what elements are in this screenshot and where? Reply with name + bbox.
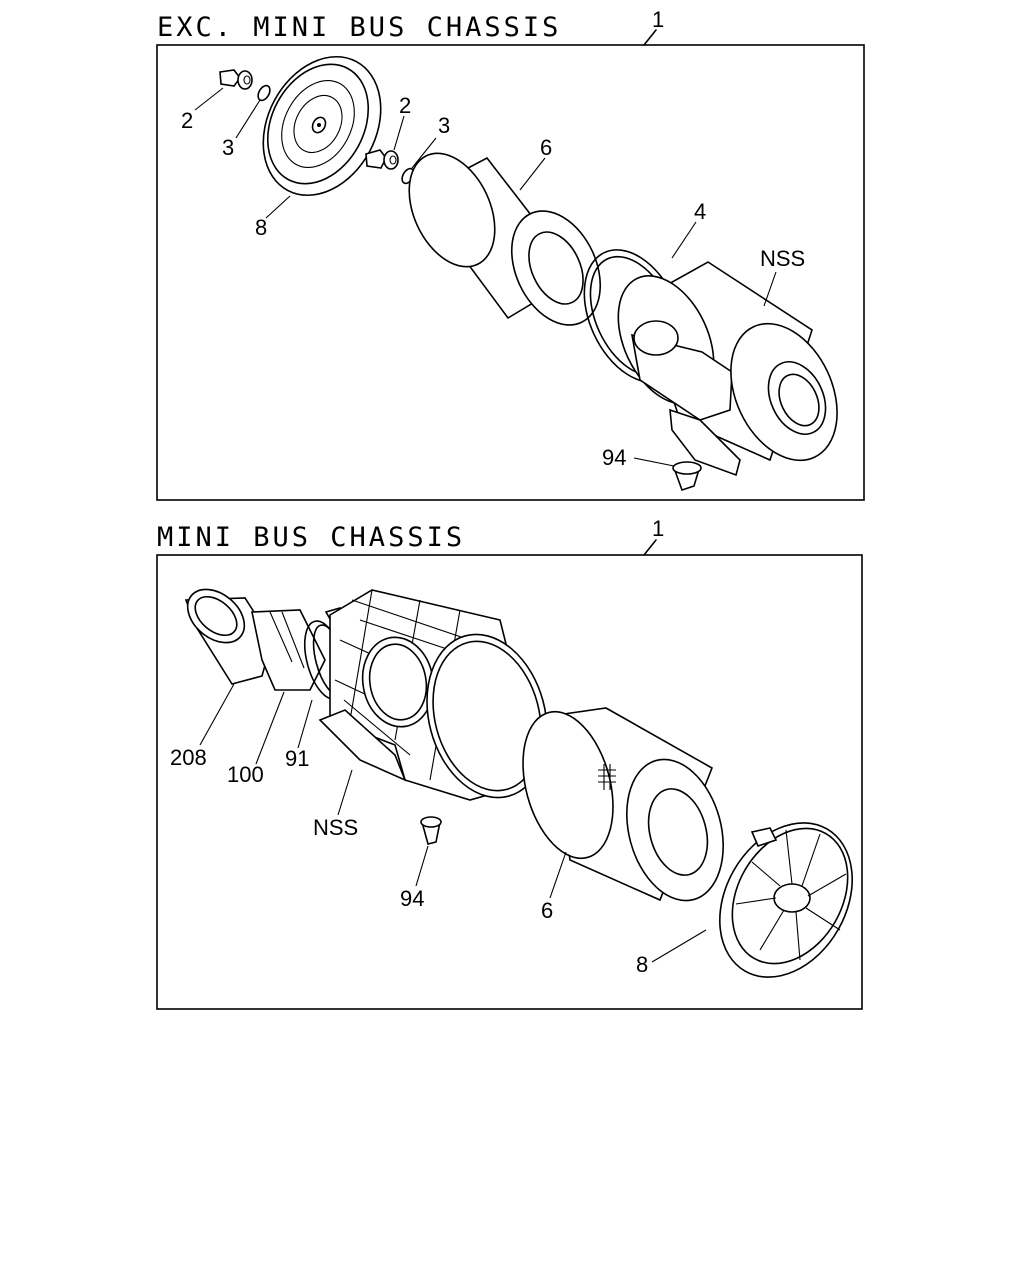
callout-8: 8 [255, 215, 267, 240]
callout-94: 94 [602, 445, 626, 470]
washer-left [257, 84, 271, 102]
air-cleaner-housing [318, 589, 548, 801]
air-cleaner-cover [719, 822, 853, 978]
callout-100: 100 [227, 762, 264, 787]
callout-nss: NSS [313, 815, 358, 840]
wing-nut-left [219, 69, 253, 90]
assembly-ref-label: 1 [652, 516, 664, 541]
assembly-ref-leader [643, 29, 657, 46]
assembly-ref-leader [643, 539, 657, 556]
wing-nut-right [365, 149, 399, 170]
filter-element [522, 707, 724, 902]
diagram-frame [156, 554, 863, 1010]
section-exc-mini-bus: EXC. MINI BUS CHASSIS 1 [156, 7, 865, 501]
section-title: MINI BUS CHASSIS [157, 522, 465, 553]
air-cleaner-cover [262, 55, 382, 197]
callout-8: 8 [636, 952, 648, 977]
section-title: EXC. MINI BUS CHASSIS [157, 12, 561, 43]
callout-nss: NSS [760, 246, 805, 271]
callout-94: 94 [400, 886, 424, 911]
callout-3a: 3 [222, 135, 234, 160]
callout-208: 208 [170, 745, 207, 770]
assembly-ref-label: 1 [652, 7, 664, 32]
vacuator-valve [672, 461, 702, 492]
inlet-hood [184, 588, 273, 685]
vacuator-valve [420, 816, 442, 845]
callout-4: 4 [694, 199, 706, 224]
callout-2a: 2 [181, 108, 193, 133]
diagram-frame [156, 44, 865, 501]
section-mini-bus: MINI BUS CHASSIS 1 [156, 516, 863, 1010]
callout-91: 91 [285, 746, 309, 771]
callout-6: 6 [540, 135, 552, 160]
callout-2b: 2 [399, 93, 411, 118]
callout-6: 6 [541, 898, 553, 923]
callout-3b: 3 [438, 113, 450, 138]
air-cleaner-housing [617, 261, 838, 477]
filter-element [408, 152, 602, 326]
